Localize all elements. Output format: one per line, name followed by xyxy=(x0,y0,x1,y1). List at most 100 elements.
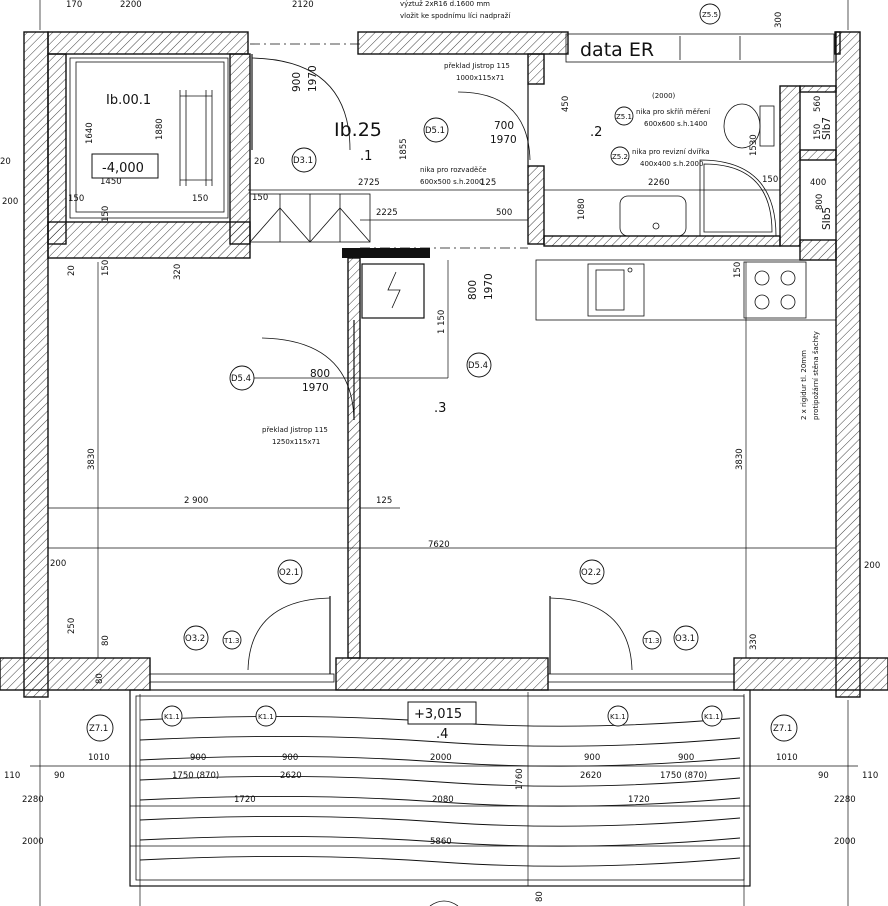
dim-80-c: 80 xyxy=(535,891,545,902)
dim-400: 400 xyxy=(810,178,826,188)
dim-150-b: 150 xyxy=(192,194,208,204)
svg-text:Z5.5: Z5.5 xyxy=(702,11,718,19)
dim-150-f: 150 xyxy=(813,124,823,140)
door-swing-d51 xyxy=(457,91,531,161)
door-swing-o21 xyxy=(247,597,331,671)
dim-2280-b: 2280 xyxy=(834,795,856,805)
flat-code-label: Ib.25 xyxy=(334,119,382,141)
balcony-level-box xyxy=(407,701,477,725)
shower-tray xyxy=(699,159,777,237)
dim-110-a: 110 xyxy=(4,771,20,781)
stair-wall-bottom xyxy=(47,221,251,259)
dim-20-a: 20 xyxy=(0,157,11,167)
dim-2725: 2725 xyxy=(358,178,380,188)
section-circle-fragment xyxy=(429,900,459,906)
dim-900-d: 900 xyxy=(584,753,600,763)
cooktop xyxy=(743,261,807,319)
note-fire-wall: protipožární stěna šachty xyxy=(812,331,820,420)
dim-450: 450 xyxy=(561,96,571,112)
dim-3830-a: 3830 xyxy=(87,448,97,470)
note-lintel-b-size: 1250x115x71 xyxy=(272,438,320,446)
notes: výztuž 2xR16 d.1600 mm vložit ke spodním… xyxy=(262,0,833,446)
room-2-label: .2 xyxy=(590,125,602,140)
dim-800-a: 800 xyxy=(815,194,825,210)
dim-330: 330 xyxy=(749,634,759,650)
dim-80-b: 80 xyxy=(95,673,105,684)
dim-1970-c: 1970 xyxy=(483,273,495,300)
note-niche-distribution: nika pro rozvaděče xyxy=(420,166,487,174)
kitchen-sink xyxy=(587,263,645,317)
kitchen-counter xyxy=(535,259,837,321)
dim-1010-a: 1010 xyxy=(88,753,110,763)
svg-text:O3.1: O3.1 xyxy=(675,634,695,644)
note-lintel-a-size: 1000x115x71 xyxy=(456,74,504,82)
dim-1720-a: 1720 xyxy=(234,795,256,805)
svg-text:T1.3: T1.3 xyxy=(643,637,659,645)
facade-left xyxy=(0,657,151,691)
note-lintel-b: překlad Jistrop 115 xyxy=(262,426,328,434)
left-outer-wall xyxy=(23,31,49,698)
dim-1640: 1640 xyxy=(85,122,95,144)
note-2000: (2000) xyxy=(652,92,676,100)
dim-170: 170 xyxy=(66,0,82,10)
door-swing-d31 xyxy=(251,57,351,151)
dim-2620-a: 2620 xyxy=(280,771,302,781)
dim-90-b: 90 xyxy=(818,771,829,781)
tag-z51: Z5.1 xyxy=(614,106,634,126)
dim-2000-a: 2000 xyxy=(430,753,452,763)
dim-900-c: 900 xyxy=(282,753,298,763)
note-sib7: SIb7 xyxy=(821,117,833,140)
dim-1150: 1 150 xyxy=(437,310,447,334)
dim-800-b: 800 xyxy=(467,280,479,300)
doors xyxy=(247,43,633,674)
lintel-block xyxy=(342,248,430,258)
dim-900-door: 900 xyxy=(291,72,303,92)
tag-k11b: K1.1 xyxy=(255,705,277,727)
tag-k11c: K1.1 xyxy=(607,705,629,727)
svg-text:D3.1: D3.1 xyxy=(293,156,313,166)
dim-2080: 2080 xyxy=(432,795,454,805)
dim-320: 320 xyxy=(173,264,183,280)
dim-2120: 2120 xyxy=(292,0,314,10)
note-reinforcement-2: vložit ke spodnímu líci nadpraží xyxy=(400,12,511,20)
distribution-box xyxy=(361,263,425,319)
balcony-level-label: +3,015 xyxy=(414,707,462,722)
tag-k11d: K1.1 xyxy=(701,705,723,727)
stair-core xyxy=(69,57,229,219)
dim-3830-b: 3830 xyxy=(735,448,745,470)
tag-o32: O3.2 xyxy=(183,625,209,651)
dim-150-a: 150 xyxy=(68,194,84,204)
dim-1970-b: 1970 xyxy=(490,134,517,146)
room-labels: Ib.00.1 -4,000 Ib.25 .1 .2 .3 .4 +3,015 … xyxy=(102,39,654,742)
dim-20-c: 20 xyxy=(67,265,77,276)
svg-text:K1.1: K1.1 xyxy=(610,713,626,721)
note-niche-distribution-size: 600x500 s.h.2000 xyxy=(420,178,483,186)
tag-d31: D3.1 xyxy=(291,147,317,173)
room-1-label: .1 xyxy=(360,149,372,164)
stair-level-label: -4,000 xyxy=(102,161,144,176)
tag-o21: O2.1 xyxy=(277,559,303,585)
dim-1750-b: 1750 (870) xyxy=(660,771,707,781)
dim-2000-c: 2000 xyxy=(834,837,856,847)
svg-text:D5.1: D5.1 xyxy=(425,126,445,136)
stair-code-label: Ib.00.1 xyxy=(106,93,151,108)
svg-text:K1.1: K1.1 xyxy=(704,713,720,721)
door-swing-d54 xyxy=(261,337,355,421)
dim-1530: 1530 xyxy=(749,134,759,156)
tag-k11a: K1.1 xyxy=(161,705,183,727)
dim-1080: 1080 xyxy=(577,198,587,220)
window-sill-left xyxy=(149,673,335,683)
dim-900-e: 900 xyxy=(678,753,694,763)
walls xyxy=(0,31,888,698)
note-niche-meter: nika pro skříň měření xyxy=(636,108,711,116)
dim-1010-b: 1010 xyxy=(776,753,798,763)
washbasin xyxy=(619,195,687,237)
tag-z71b: Z7.1 xyxy=(770,714,798,742)
stair-level-box xyxy=(91,153,159,179)
svg-text:O3.2: O3.2 xyxy=(185,634,205,644)
dim-1970-door: 1970 xyxy=(307,65,319,92)
dimension-lines xyxy=(30,0,858,906)
dim-250: 250 xyxy=(67,618,77,634)
tag-z55: Z5.5 xyxy=(699,3,721,25)
